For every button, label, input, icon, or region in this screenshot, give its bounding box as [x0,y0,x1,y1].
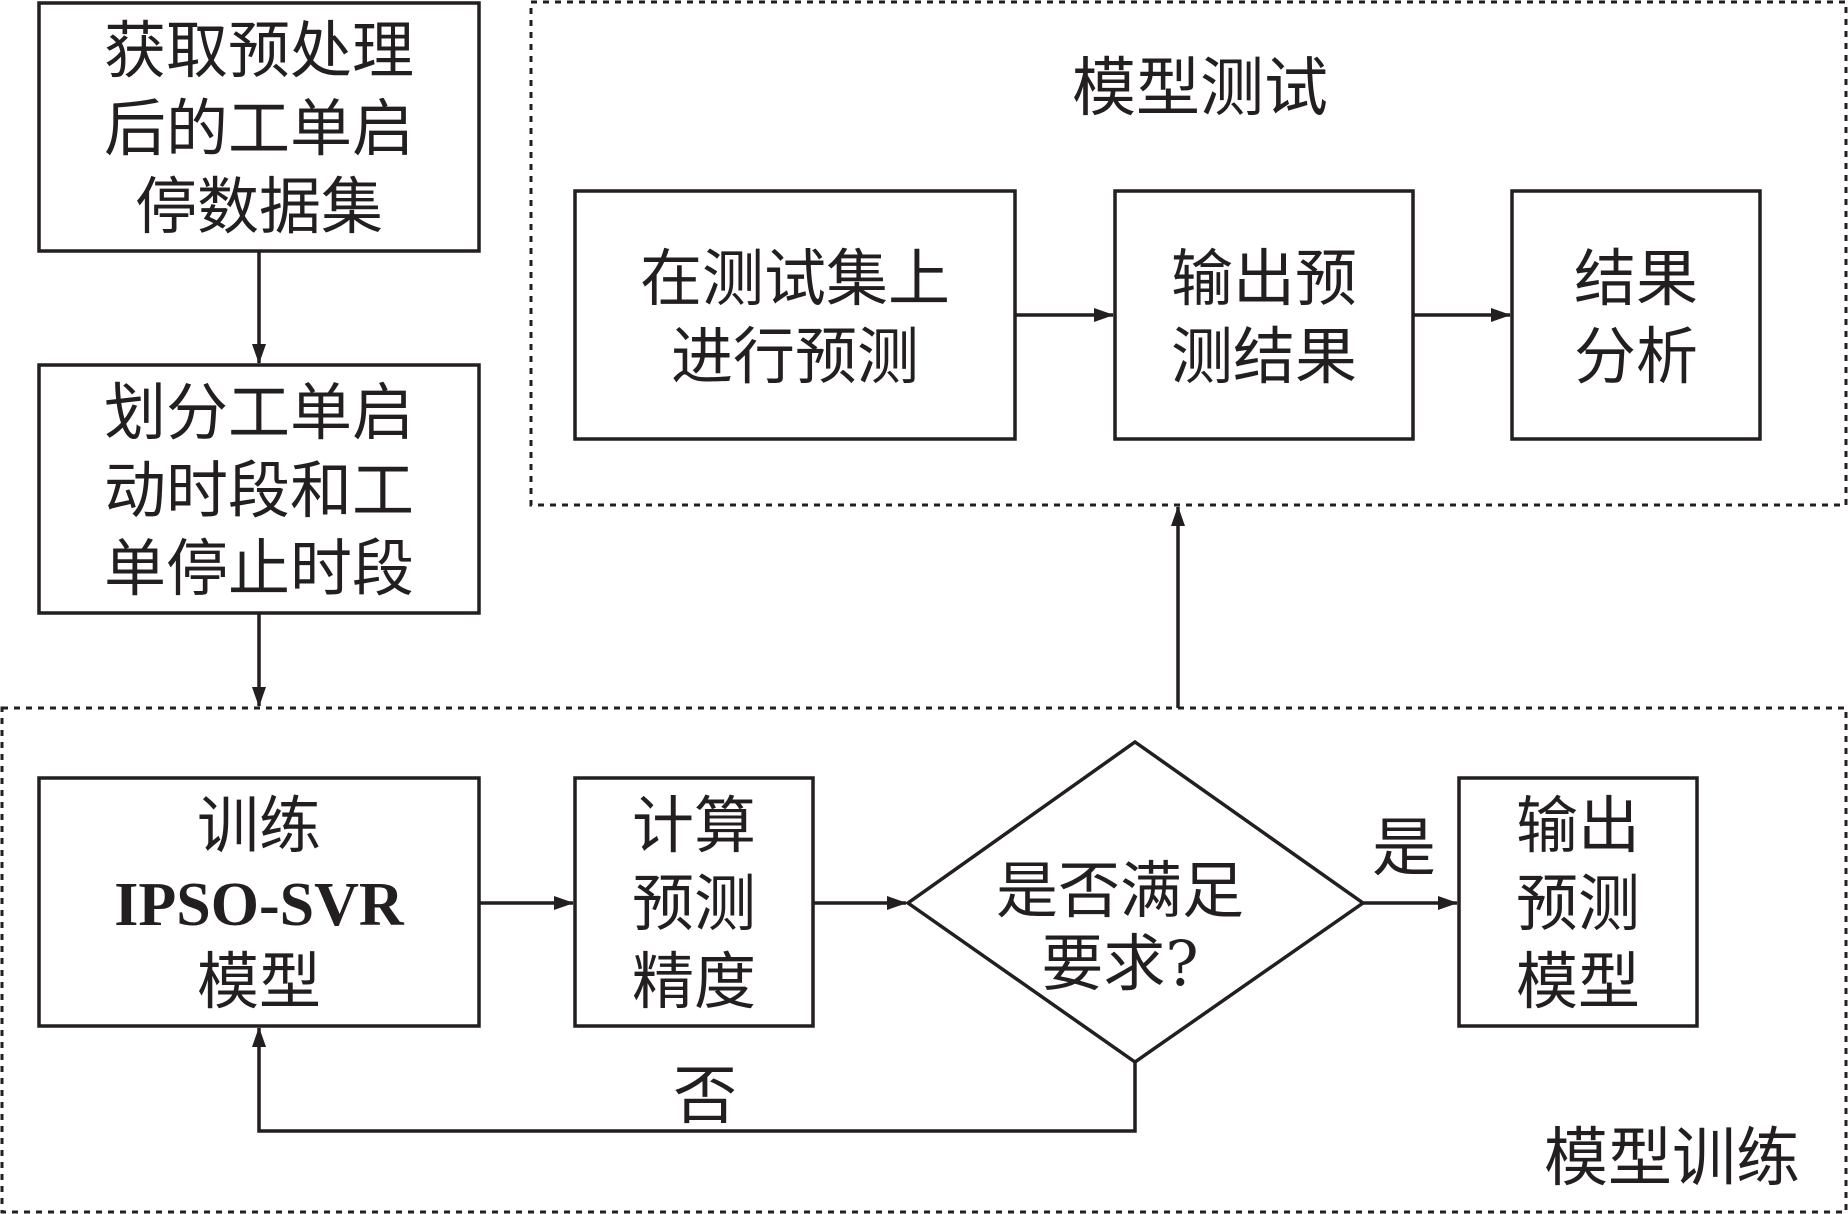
accuracy-line-3: 精度 [632,945,756,1018]
train-line-1: 训练 [197,789,321,862]
train-line-2: IPSO-SVR [114,871,405,939]
output-model-box [1457,776,1699,1028]
acquire-line-3: 停数据集 [135,170,383,243]
decision-line-2: 要求? [1041,927,1198,1000]
compute-accuracy-box [573,776,815,1028]
output-result-line-1: 输出预 [1171,242,1357,315]
decision-line-1: 是否满足 [996,854,1244,927]
compute-accuracy-label: 计算 预测 精度 [632,789,756,1018]
analysis-line-1: 结果 [1574,242,1698,315]
split-line-1: 划分工单启 [104,376,414,449]
testing-group-title: 模型测试 [1072,52,1328,126]
decision-label: 是否满足 要求? [996,854,1244,1000]
train-line-3: 模型 [197,945,321,1018]
acquire-line-2: 后的工单启 [104,92,414,165]
testing-group [529,0,1848,507]
split-periods-box [37,363,481,615]
accuracy-line-1: 计算 [632,789,756,862]
edge-label-no: 否 [673,1060,737,1134]
edge-label-yes: 是 [1372,812,1436,886]
output-result-line-2: 测结果 [1171,320,1357,393]
split-line-3: 单停止时段 [104,532,414,605]
output-result-box [1113,189,1415,441]
training-group [0,706,1848,1214]
accuracy-line-2: 预测 [632,867,756,940]
acquire-line-1: 获取预处理 [104,14,414,87]
output-model-line-3: 模型 [1516,945,1640,1018]
analysis-label: 结果 分析 [1574,242,1698,393]
split-line-2: 动时段和工 [104,454,414,527]
analysis-box [1510,189,1762,441]
predict-line-2: 进行预测 [671,320,919,393]
predict-test-box [573,189,1017,441]
split-periods-label: 划分工单启 动时段和工 单停止时段 [104,376,414,605]
output-result-label: 输出预 测结果 [1171,242,1357,393]
arrow-decision-no [252,1027,1137,1133]
analysis-line-2: 分析 [1574,320,1698,393]
predict-line-1: 在测试集上 [640,242,950,315]
predict-test-label: 在测试集上 进行预测 [640,242,950,393]
train-model-label: 训练 IPSO-SVR 模型 [114,789,405,1018]
acquire-data-box [37,1,481,253]
output-model-label: 输出 预测 模型 [1516,789,1640,1018]
output-model-line-1: 输出 [1516,789,1640,862]
acquire-data-label: 获取预处理 后的工单启 停数据集 [104,14,414,243]
training-group-title: 模型训练 [1544,1122,1800,1196]
output-model-line-2: 预测 [1516,867,1640,940]
